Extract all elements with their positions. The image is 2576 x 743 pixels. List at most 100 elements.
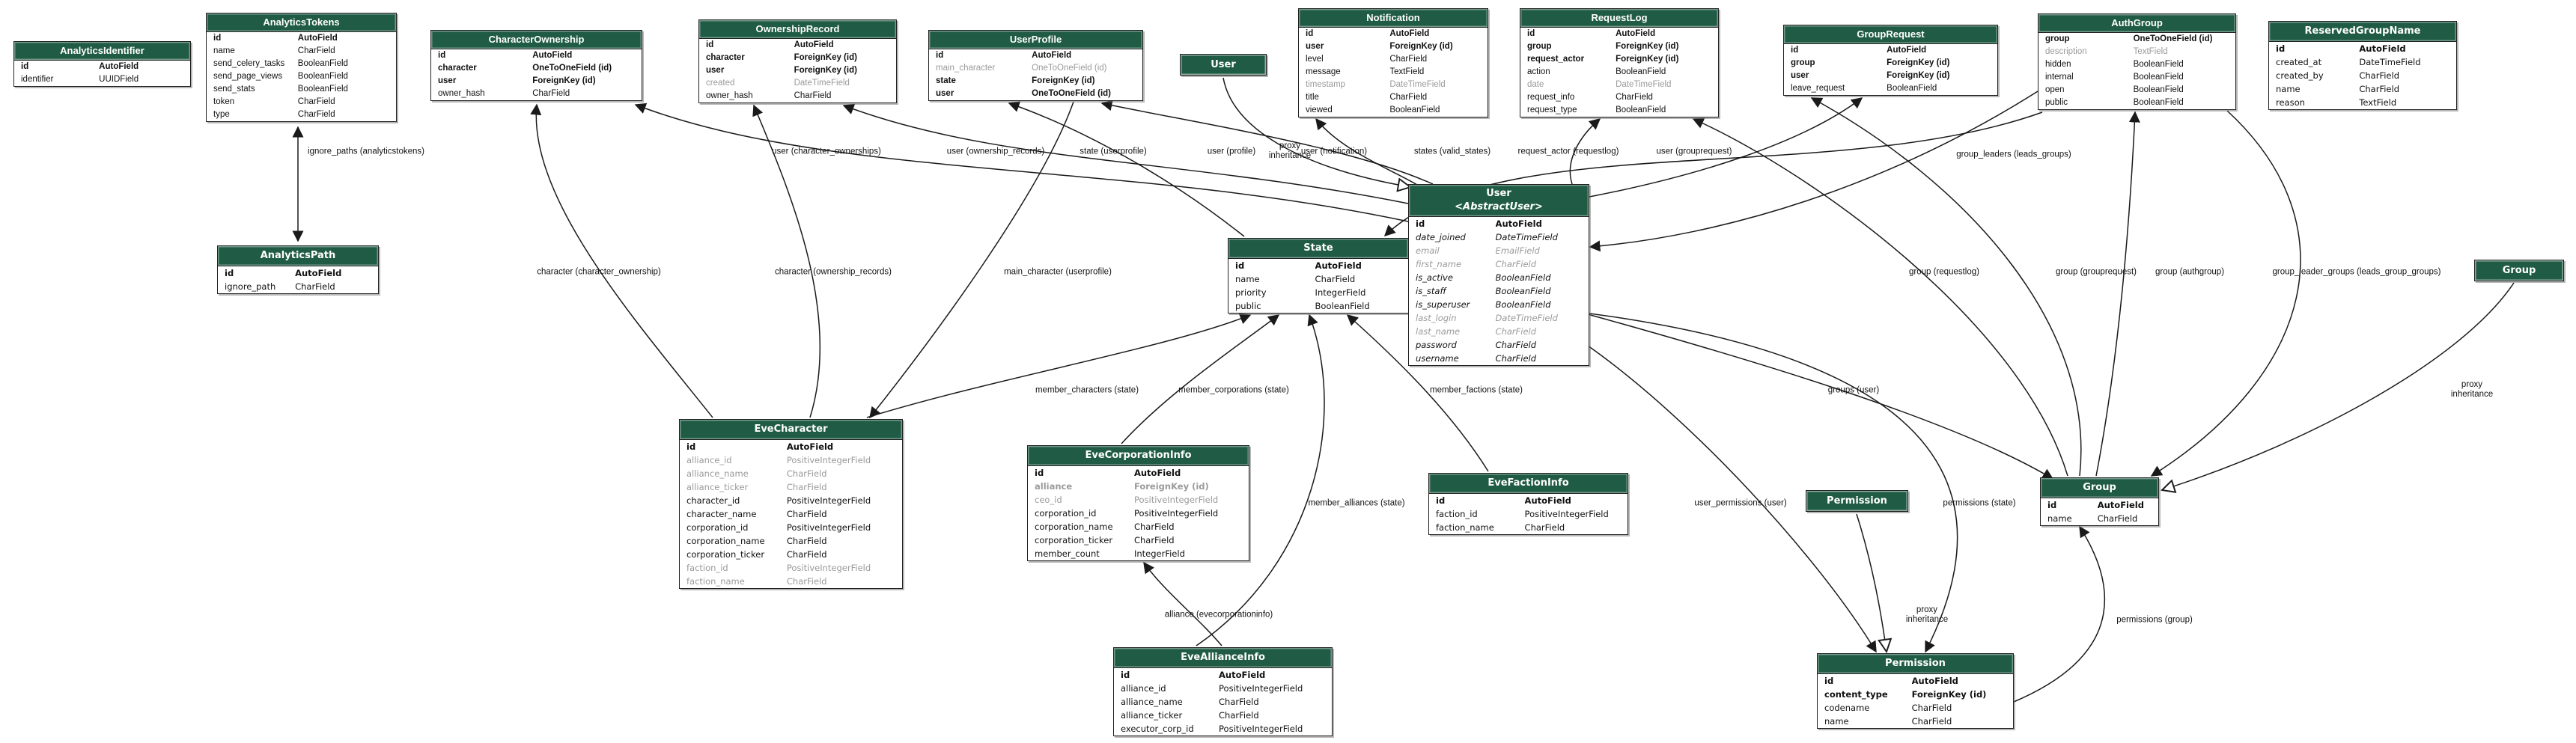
field-type: DateTimeField <box>1495 313 1558 323</box>
field-type: CharField <box>786 549 827 560</box>
field-row: id AutoField <box>1299 28 1488 40</box>
field-name: faction_name <box>686 576 745 587</box>
field-type: CharField <box>1495 340 1537 350</box>
edge-proxy-user <box>1222 77 1410 187</box>
field-type: ForeignKey (id) <box>1911 689 1987 700</box>
field-row: name CharField <box>207 45 396 58</box>
edge-request-actor-requestlog <box>1569 118 1601 185</box>
edge-user-permissions <box>1587 345 1877 653</box>
field-name: id <box>1306 29 1314 38</box>
field-name: codename <box>1824 703 1870 713</box>
field-type: PositiveIntegerField <box>1524 509 1609 519</box>
field-type: ForeignKey (id) <box>532 76 596 85</box>
field-name: username <box>1416 353 1459 364</box>
field-type: DateTimeField <box>794 79 850 88</box>
field-name: character <box>438 64 477 73</box>
field-name: hidden <box>2045 60 2071 69</box>
field-type: BooleanField <box>1495 286 1551 296</box>
field-name: leave_request <box>1791 84 1845 93</box>
field-name: id <box>1824 676 1834 686</box>
field-name: name <box>213 46 235 55</box>
table-header: AnalyticsPath <box>218 246 378 266</box>
field-type: AutoField <box>1389 29 1430 38</box>
table-title: Permission <box>1885 658 1946 669</box>
field-name: id <box>1791 46 1799 55</box>
edge-main-character-userprofile <box>869 101 1074 419</box>
field-name: id <box>686 441 696 452</box>
field-name: name <box>2276 84 2301 94</box>
field-type: BooleanField <box>297 59 348 68</box>
field-name: priority <box>1235 287 1267 298</box>
field-row: reason TextField <box>2269 96 2456 109</box>
field-name: reason <box>2276 97 2305 108</box>
field-type: PositiveIntegerField <box>786 522 871 533</box>
table-header: RequestLog <box>1520 9 1718 28</box>
table-title: Notification <box>1366 12 1420 23</box>
edge-label: group_leaders (leads_groups) <box>1956 150 2071 159</box>
field-name: character_name <box>686 509 757 519</box>
edge-label: character (character_ownership) <box>537 267 661 277</box>
field-type: AutoField <box>1616 29 1656 38</box>
field-type: CharField <box>2097 513 2138 524</box>
field-type: CharField <box>786 482 827 492</box>
field-name: public <box>1235 301 1261 311</box>
field-name: executor_corp_id <box>1121 724 1194 734</box>
edge-permissions-group <box>2013 525 2106 703</box>
edge-user-ownership-records <box>842 103 1409 204</box>
table-header: EveCorporationInfo <box>1028 446 1249 466</box>
field-name: id <box>2276 43 2286 54</box>
field-name: content_type <box>1824 689 1888 700</box>
field-type: TextField <box>2359 97 2397 108</box>
field-type: AutoField <box>2097 500 2144 510</box>
field-type: AutoField <box>1524 495 1571 506</box>
edge-character-ownership-records <box>752 104 821 418</box>
field-type: CharField <box>297 46 335 55</box>
field-type: CharField <box>1315 274 1356 284</box>
table-header: AnalyticsTokens <box>207 13 396 32</box>
field-type: ForeignKey (id) <box>1616 55 1679 64</box>
field-name: alliance_ticker <box>686 482 749 492</box>
field-type: AutoField <box>1219 670 1266 680</box>
field-name: alliance_name <box>1121 697 1183 707</box>
field-type: CharField <box>1524 522 1565 533</box>
field-name: title <box>1306 93 1319 102</box>
table-title: AnalyticsTokens <box>263 16 340 28</box>
field-name: corporation_ticker <box>1035 535 1113 545</box>
field-name: group <box>2045 34 2070 43</box>
table-title: Permission <box>1827 495 1887 507</box>
field-type: AutoField <box>295 268 342 278</box>
field-name: description <box>2045 47 2087 56</box>
field-name: first_name <box>1416 259 1462 269</box>
field-type: CharField <box>2359 84 2399 94</box>
field-type: AutoField <box>794 40 834 49</box>
field-name: faction_id <box>1436 509 1478 519</box>
edge-character-character-ownership <box>530 103 713 418</box>
